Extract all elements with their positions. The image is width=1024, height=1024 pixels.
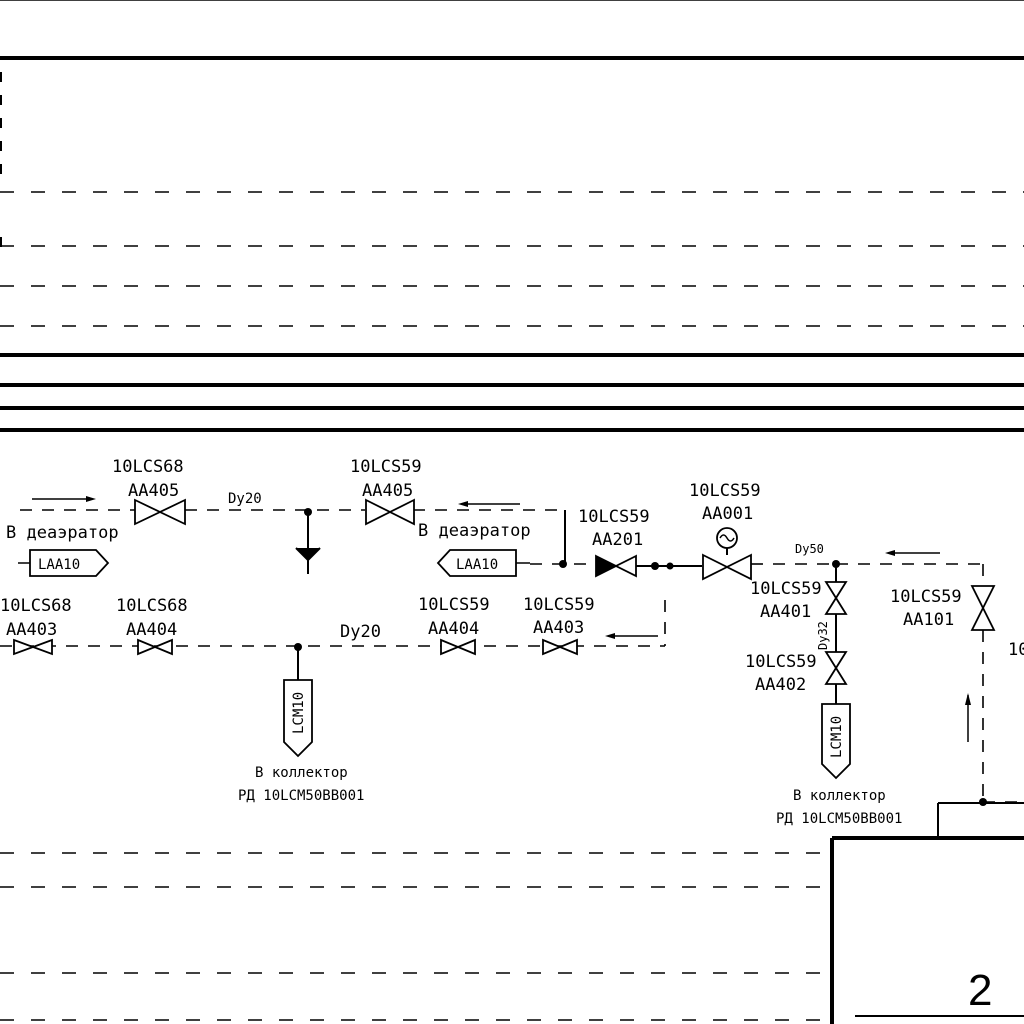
valve-tag: 10LCS59 xyxy=(350,457,422,477)
valve-id: AA403 xyxy=(533,618,584,638)
valve-tag: 10LCS59 xyxy=(418,595,490,615)
valve-10lcs68-aa403: 10LCS68 AA403 xyxy=(0,596,72,656)
valve-id: AA101 xyxy=(903,610,954,630)
drain-funnel-symbol xyxy=(295,508,321,574)
connector-lcm10-left: LCM10 xyxy=(283,679,313,758)
valve-id: AA402 xyxy=(755,675,806,695)
valve-10lcs68-aa404: 10LCS68 AA404 xyxy=(116,596,188,656)
connector-label: LCM10 xyxy=(291,692,307,734)
edge-cut-label: 10 xyxy=(1008,640,1024,660)
valve-id: AA201 xyxy=(592,530,643,550)
connector-label: LAA10 xyxy=(456,557,498,573)
destination-deaerator-mid: В деаэратор xyxy=(418,521,531,541)
junction-dot xyxy=(832,560,840,568)
title-block: 2 xyxy=(830,802,1024,1024)
connector-label: LAA10 xyxy=(38,557,80,573)
valve-id: AA404 xyxy=(428,619,479,639)
valve-tag: 10LCS59 xyxy=(750,579,822,599)
connector-laa10-left: LAA10 xyxy=(18,549,110,577)
collector-left-line2: РД 10LCM50BB001 xyxy=(238,788,364,804)
junction-dot xyxy=(666,562,674,570)
dn-label: Dy20 xyxy=(340,622,381,642)
connector-laa10-mid: LAA10 xyxy=(436,549,530,577)
connector-label: LCM10 xyxy=(829,716,845,758)
sheet-number: 2 xyxy=(968,966,992,1015)
valve-tag: 10LCS68 xyxy=(116,596,188,616)
collector-left-line1: В коллектор xyxy=(255,765,348,781)
valve-tag: 10LCS68 xyxy=(0,596,72,616)
junction-dot xyxy=(559,560,567,568)
valve-tag: 10LCS59 xyxy=(523,595,595,615)
collector-right-line2: РД 10LCM50BB001 xyxy=(776,811,902,827)
valve-id: AA404 xyxy=(126,620,177,640)
valve-tag: 10LCS59 xyxy=(578,507,650,527)
valve-10lcs68-aa405: 10LCS68 AA405 xyxy=(112,457,186,526)
valve-id: AA403 xyxy=(6,620,57,640)
valve-10lcs59-aa403: 10LCS59 AA403 xyxy=(523,595,595,656)
valve-tag: 10LCS59 xyxy=(890,587,962,607)
valve-10lcs59-aa401: 10LCS59 AA401 xyxy=(750,579,848,622)
valve-id: AA405 xyxy=(128,481,179,501)
valve-id: AA001 xyxy=(702,504,753,524)
valve-tag: 10LCS68 xyxy=(112,457,184,477)
dn-label-vertical: Dy32 xyxy=(816,621,830,650)
valve-10lcs59-aa402: 10LCS59 AA402 xyxy=(745,651,848,695)
valve-id: AA401 xyxy=(760,602,811,622)
valve-10lcs59-aa101: 10LCS59 AA101 xyxy=(890,585,996,631)
valve-10lcs59-aa201: 10LCS59 AA201 xyxy=(578,507,650,578)
valve-tag: 10LCS59 xyxy=(745,652,817,672)
upper-pipeline xyxy=(20,496,566,563)
dn-label: Dy50 xyxy=(795,542,824,556)
dn-label: Dy20 xyxy=(228,491,262,507)
junction-dot xyxy=(651,562,659,570)
valve-10lcs59-aa001: 10LCS59 AA001 xyxy=(689,481,761,581)
connector-lcm10-right: LCM10 xyxy=(821,703,851,780)
valve-tag: 10LCS59 xyxy=(689,481,761,501)
valve-10lcs59-aa405: 10LCS59 AA405 xyxy=(350,457,422,526)
valve-10lcs59-aa404: 10LCS59 AA404 xyxy=(418,595,490,656)
collector-right-line1: В коллектор xyxy=(793,788,886,804)
destination-deaerator-left: В деаэратор xyxy=(6,523,119,543)
valve-id: AA405 xyxy=(362,481,413,501)
